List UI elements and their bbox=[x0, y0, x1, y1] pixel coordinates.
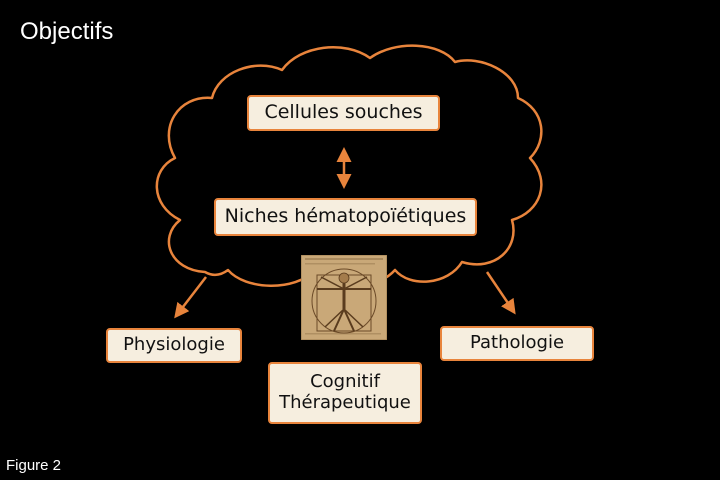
arrow-to-pathologie bbox=[485, 271, 516, 315]
therapeutique-label: Thérapeutique bbox=[279, 392, 411, 413]
slide-title: Objectifs bbox=[20, 18, 114, 45]
cloud-shape bbox=[155, 44, 543, 288]
figure-caption: Figure 2 bbox=[6, 457, 62, 474]
cellules-souches-box: Cellules souches bbox=[247, 95, 440, 131]
physiologie-label: Physiologie bbox=[123, 334, 225, 356]
niches-label: Niches hématopoïétiques bbox=[224, 205, 467, 228]
cognitif-therapeutique-box: Cognitif Thérapeutique bbox=[268, 362, 422, 424]
pathologie-box: Pathologie bbox=[440, 326, 594, 361]
cellules-souches-label: Cellules souches bbox=[264, 101, 423, 124]
niches-box: Niches hématopoïétiques bbox=[214, 198, 477, 236]
vitruvian-man-image bbox=[301, 255, 387, 340]
arrow-to-physiologie bbox=[174, 276, 207, 319]
cognitif-label: Cognitif bbox=[310, 371, 380, 393]
pathologie-label: Pathologie bbox=[469, 332, 565, 354]
physiologie-box: Physiologie bbox=[106, 328, 242, 363]
